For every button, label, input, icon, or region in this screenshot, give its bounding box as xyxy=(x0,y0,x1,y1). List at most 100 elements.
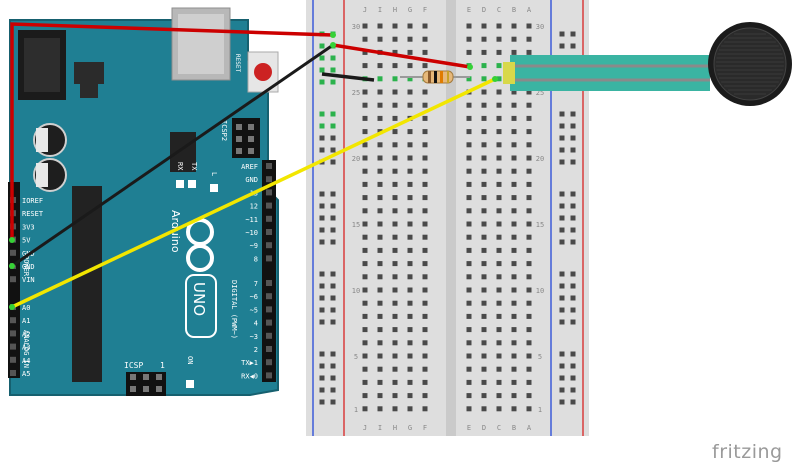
breadboard-hole xyxy=(481,129,487,135)
breadboard-hole xyxy=(362,300,368,306)
breadboard-hole xyxy=(526,195,532,201)
breadboard-hole xyxy=(511,300,517,306)
rail-hole xyxy=(570,203,576,209)
breadboard-hole xyxy=(481,287,487,293)
breadboard-hole xyxy=(511,49,517,55)
rail-hole xyxy=(559,295,565,301)
breadboard-hole xyxy=(422,327,428,333)
fsr-tail xyxy=(510,55,710,91)
breadboard-hole xyxy=(377,261,383,267)
breadboard-hole xyxy=(511,274,517,280)
breadboard-hole xyxy=(481,300,487,306)
breadboard-hole xyxy=(362,379,368,385)
column-letter: E xyxy=(467,424,471,432)
digital-pin-label: 12 xyxy=(250,203,258,211)
breadboard-hole xyxy=(407,63,413,69)
breadboard-hole xyxy=(466,247,472,253)
breadboard-hole xyxy=(496,261,502,267)
breadboard-hole xyxy=(392,76,398,82)
rail-hole xyxy=(570,123,576,129)
breadboard-hole xyxy=(377,221,383,227)
rail-hole xyxy=(559,399,565,405)
breadboard-hole xyxy=(407,393,413,399)
breadboard-hole xyxy=(496,379,502,385)
breadboard-hole xyxy=(466,261,472,267)
breadboard-hole xyxy=(392,115,398,121)
column-letter: G xyxy=(408,6,412,14)
icsp2-pin xyxy=(236,148,242,154)
breadboard-hole xyxy=(496,327,502,333)
wire-end-bb-5v xyxy=(330,32,336,38)
breadboard-hole xyxy=(407,247,413,253)
rail-hole xyxy=(570,283,576,289)
icsp-pin xyxy=(156,386,162,392)
icsp2-pin xyxy=(248,148,254,154)
breadboard-hole xyxy=(511,115,517,121)
breadboard-hole xyxy=(466,300,472,306)
rail-hole xyxy=(559,307,565,313)
breadboard-hole xyxy=(407,155,413,161)
digital-pin-hole xyxy=(266,189,272,196)
rail-hole xyxy=(570,375,576,381)
breadboard-hole xyxy=(481,49,487,55)
breadboard-hole xyxy=(362,313,368,319)
icsp-label: ICSP xyxy=(124,361,143,370)
icsp-pin xyxy=(143,374,149,380)
rail-hole xyxy=(330,307,336,313)
breadboard-hole xyxy=(407,181,413,187)
column-letter: J xyxy=(363,6,367,14)
breadboard-hole xyxy=(526,49,532,55)
rail-hole xyxy=(559,387,565,393)
analog-pin-label: A5 xyxy=(22,370,30,378)
breadboard-hole xyxy=(496,168,502,174)
reset-button[interactable] xyxy=(254,63,272,81)
rail-hole xyxy=(319,319,325,325)
digital-pin-label: ~11 xyxy=(245,216,258,224)
power-jack-inner xyxy=(24,38,60,92)
column-letter: B xyxy=(512,424,516,432)
breadboard-hole xyxy=(422,234,428,240)
arduino-board: RESET ICSP2 RX TX L Arduino UNO ON ICSP … xyxy=(8,7,279,396)
rail-hole xyxy=(570,387,576,393)
breadboard-hole xyxy=(526,115,532,121)
digital-pin-label: RX◀0 xyxy=(241,372,258,380)
breadboard-hole xyxy=(496,313,502,319)
rail-hole xyxy=(330,375,336,381)
rail-hole xyxy=(319,227,325,233)
column-letter: C xyxy=(497,424,501,432)
rail-hole xyxy=(319,271,325,277)
breadboard-hole xyxy=(481,23,487,29)
breadboard-hole xyxy=(362,23,368,29)
analog-pin-hole xyxy=(10,370,16,376)
breadboard-hole xyxy=(466,23,472,29)
rail-hole xyxy=(559,147,565,153)
analog-pin-label: A2 xyxy=(22,330,30,338)
breadboard-hole xyxy=(362,49,368,55)
breadboard-hole xyxy=(422,379,428,385)
row-number: 30 xyxy=(352,23,360,31)
column-letter: A xyxy=(527,6,532,14)
power-pin-label: GND xyxy=(22,263,35,271)
icsp2-label: ICSP2 xyxy=(220,120,228,141)
breadboard-hole xyxy=(511,102,517,108)
breadboard-hole xyxy=(526,23,532,29)
row-number: 20 xyxy=(536,155,544,163)
breadboard-hole xyxy=(481,221,487,227)
rail-hole xyxy=(559,43,565,49)
on-led xyxy=(186,380,194,388)
breadboard-hole xyxy=(526,313,532,319)
breadboard-hole xyxy=(511,208,517,214)
analog-pin-hole xyxy=(10,330,16,337)
rail-hole xyxy=(330,319,336,325)
breadboard-hole xyxy=(526,247,532,253)
rail-hole xyxy=(319,375,325,381)
breadboard-hole xyxy=(377,393,383,399)
breadboard-hole xyxy=(377,155,383,161)
breadboard-hole xyxy=(362,353,368,359)
breadboard-hole xyxy=(526,327,532,333)
rail-hole xyxy=(559,283,565,289)
rail-hole xyxy=(570,307,576,313)
rail-hole xyxy=(319,387,325,393)
breadboard-hole xyxy=(511,393,517,399)
icsp-pin xyxy=(130,386,136,392)
